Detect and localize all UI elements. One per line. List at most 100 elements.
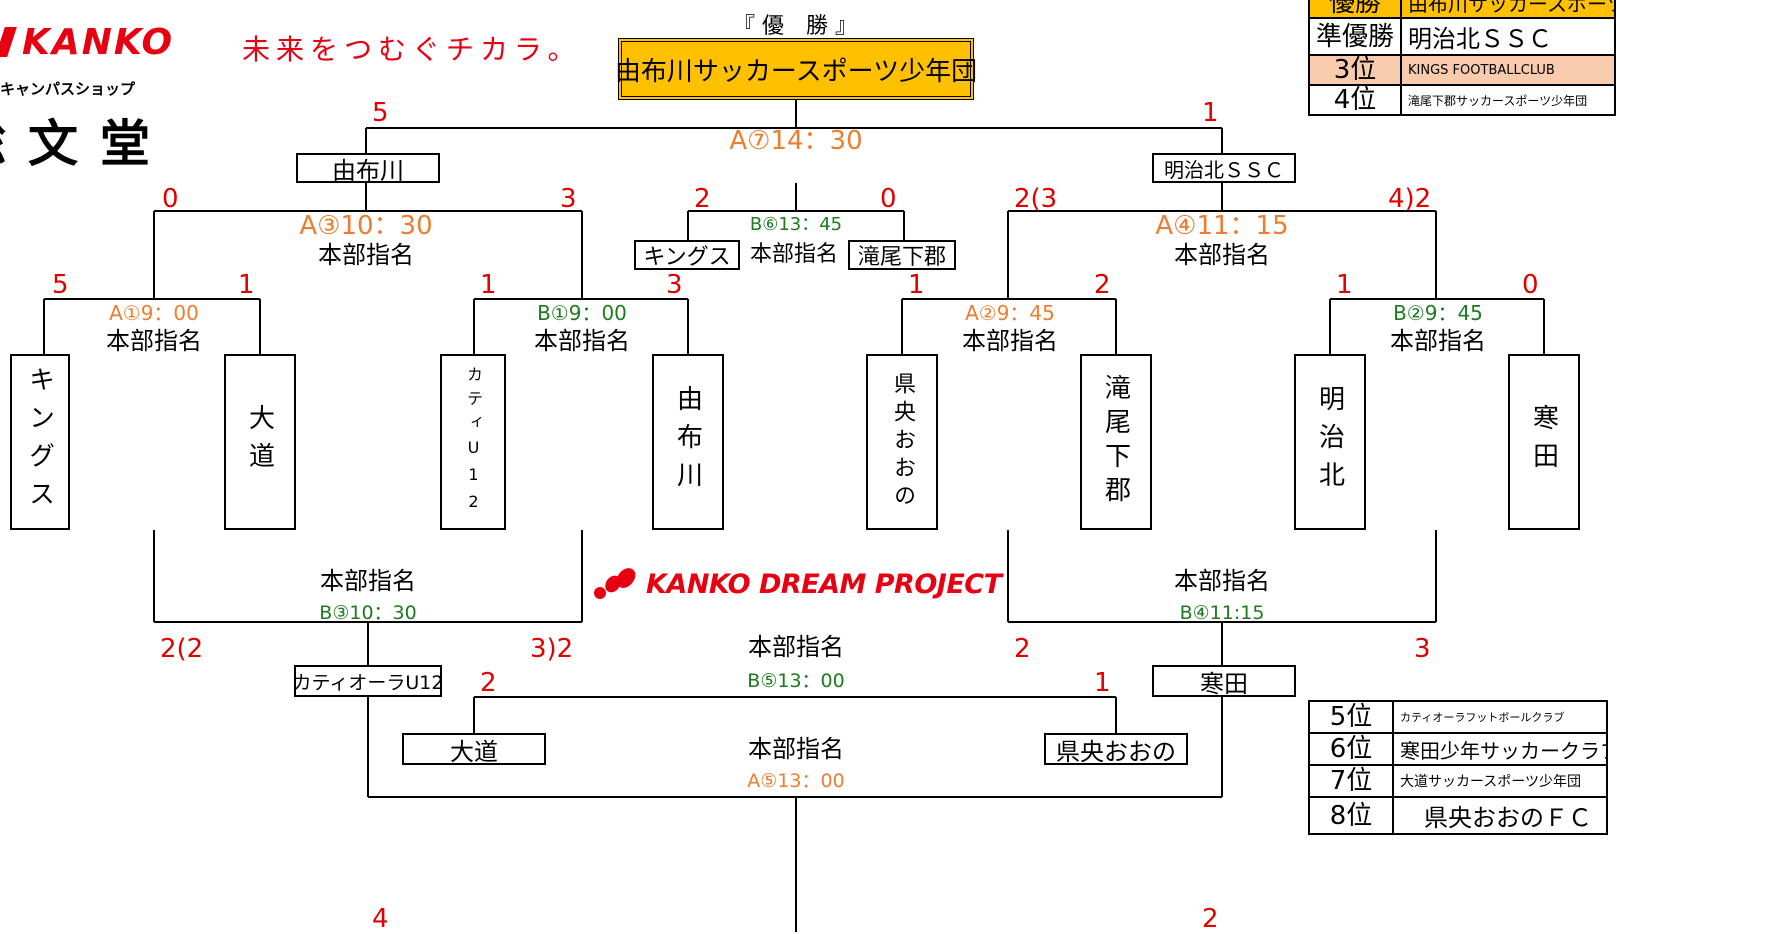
sched-b5: B⑤13：00 — [747, 670, 845, 692]
lower-winner-right: 寒田 — [1152, 665, 1296, 698]
venue-b4: 本部指名 — [1174, 567, 1270, 595]
team-box-omichi: 大道 — [224, 354, 296, 530]
rank-label: 3位 — [1307, 54, 1403, 86]
sched-semi-r: A④11：15 — [1155, 211, 1289, 241]
team-box-takio-shimogori: 滝尾下郡 — [1080, 354, 1152, 530]
rank-team: カティオーラフットボールクラブ — [1392, 700, 1608, 734]
shop-subtitle: キャンパスショップ — [0, 80, 136, 98]
third-team-right-label: 滝尾下郡 — [857, 245, 946, 270]
semi-winner-left: 由布川 — [296, 153, 440, 185]
rank-team: 滝尾下郡サッカースポーツ少年団 — [1400, 84, 1617, 116]
score-a1-right: 1 — [238, 270, 255, 300]
dream-project-logo: KANKO DREAM PROJECT — [594, 564, 1002, 602]
rank-label: 7位 — [1308, 764, 1394, 798]
team-sawada-label: 寒田 — [1528, 404, 1559, 480]
rank-label: 5位 — [1308, 700, 1394, 734]
rank-label: 準優勝 — [1307, 17, 1403, 56]
score-semi-r-left: 2(3 — [1014, 184, 1058, 214]
score-a1-left: 5 — [52, 270, 69, 300]
team-meiji-kita-label: 明治北 — [1314, 385, 1345, 499]
rank-team: 寒田少年サッカークラブ — [1392, 732, 1608, 766]
score-b1-left: 1 — [480, 270, 497, 300]
venue-b3: 本部指名 — [320, 567, 416, 595]
ranking-table-bottom: 5位 カティオーラフットボールクラブ 6位 寒田少年サッカークラブ 7位 大道サ… — [1308, 700, 1608, 835]
team-catiora-label: カティU12 — [464, 365, 483, 519]
team-box-sawada: 寒田 — [1508, 354, 1580, 530]
shop-name: 総文堂 — [0, 115, 172, 173]
lower-loser-left: 大道 — [402, 733, 546, 766]
sched-final: A⑦14：30 — [729, 126, 863, 156]
team-kenou-ono-label: 県央おおの — [890, 372, 915, 512]
sched-b2: B②9：45 — [1393, 301, 1483, 325]
score-b4-left: 2 — [1014, 634, 1031, 664]
ranking-row: 7位 大道サッカースポーツ少年団 — [1308, 764, 1608, 798]
score-b5-left: 2 — [480, 668, 497, 698]
team-box-yufugawa: 由布川 — [652, 354, 724, 530]
score-a5-left: 4 — [372, 904, 389, 934]
lower-loser-left-label: 大道 — [450, 737, 498, 766]
rank-label: 6位 — [1308, 732, 1394, 766]
ranking-row: 準優勝 明治北ＳＳＣ — [1307, 17, 1617, 56]
team-takio-shimogori-label: 滝尾下郡 — [1100, 374, 1131, 510]
score-final-left: 5 — [372, 98, 389, 128]
champion-title: 『 優 勝 』 — [733, 14, 857, 39]
venue-third: 本部指名 — [749, 242, 838, 267]
ranking-row: 4位 滝尾下郡サッカースポーツ少年団 — [1307, 84, 1617, 116]
rank-team: KINGS FOOTBALLCLUB — [1400, 54, 1617, 86]
lower-loser-right: 県央おおの — [1044, 733, 1188, 766]
score-third-right: 0 — [880, 184, 897, 214]
ranking-row: 6位 寒田少年サッカークラブ — [1308, 732, 1608, 766]
venue-b2: 本部指名 — [1390, 327, 1486, 355]
slogan: 未来をつむぐチカラ。 — [242, 33, 582, 66]
third-team-left-label: キングス — [643, 245, 731, 270]
sched-a2: A②9：45 — [965, 301, 1055, 325]
third-team-left: キングス — [634, 240, 740, 270]
score-b4-right: 3 — [1414, 634, 1431, 664]
lower-winner-left-label: カティオーラU12 — [292, 671, 444, 694]
venue-a5: 本部指名 — [748, 735, 844, 763]
score-a5-right: 2 — [1202, 904, 1219, 934]
third-team-right: 滝尾下郡 — [848, 240, 956, 270]
semi-winner-right: 明治北ＳＳＣ — [1152, 153, 1296, 183]
lower-winner-left: カティオーラU12 — [292, 665, 444, 697]
sched-semi-l: A③10：30 — [299, 211, 433, 241]
venue-semi-l: 本部指名 — [318, 241, 414, 269]
champion-team: 由布川サッカースポーツ少年団 — [614, 56, 978, 87]
venue-a1: 本部指名 — [106, 327, 202, 355]
team-omichi-label: 大道 — [244, 404, 275, 480]
team-box-meiji-kita: 明治北 — [1294, 354, 1366, 530]
score-semi-l-left: 0 — [162, 184, 179, 214]
kanko-logo: KANKO — [0, 22, 174, 63]
sched-b1: B①9：00 — [537, 301, 627, 325]
semi-winner-right-label: 明治北ＳＳＣ — [1164, 157, 1284, 182]
team-kings-label: キングス — [24, 366, 55, 518]
score-semi-r-right: 4)2 — [1388, 184, 1432, 214]
team-yufugawa-label: 由布川 — [672, 385, 703, 499]
score-b1-right: 3 — [666, 270, 683, 300]
score-a2-right: 2 — [1094, 270, 1111, 300]
score-final-right: 1 — [1202, 98, 1219, 128]
venue-b1: 本部指名 — [534, 327, 630, 355]
ranking-row: 3位 KINGS FOOTBALLCLUB — [1307, 54, 1617, 86]
ranking-table-top: 優勝 由布川サッカースポーツ少年団 準優勝 明治北ＳＳＣ 3位 KINGS FO… — [1307, 0, 1617, 116]
sched-b4: B④11:15 — [1179, 602, 1265, 624]
lower-winner-right-label: 寒田 — [1200, 669, 1248, 698]
venue-a2: 本部指名 — [962, 327, 1058, 355]
rank-label: 優勝 — [1307, 0, 1403, 19]
sched-a5: A⑤13：00 — [747, 770, 845, 792]
ranking-row: 8位 県央おおのＦＣ — [1308, 796, 1608, 835]
venue-b5: 本部指名 — [748, 633, 844, 661]
score-semi-l-right: 3 — [560, 184, 577, 214]
ranking-row: 5位 カティオーラフットボールクラブ — [1308, 700, 1608, 734]
ranking-row: 優勝 由布川サッカースポーツ少年団 — [1307, 0, 1617, 19]
champion-box: 由布川サッカースポーツ少年団 — [614, 38, 978, 100]
score-third-left: 2 — [694, 184, 711, 214]
score-b2-right: 0 — [1522, 270, 1539, 300]
team-box-kenou-ono: 県央おおの — [866, 354, 938, 530]
dream-drops-icon — [594, 564, 640, 601]
lower-loser-right-label: 県央おおの — [1056, 737, 1176, 766]
score-a2-left: 1 — [908, 270, 925, 300]
team-box-catiora: カティU12 — [440, 354, 506, 530]
sched-third: B⑥13：45 — [749, 214, 843, 235]
